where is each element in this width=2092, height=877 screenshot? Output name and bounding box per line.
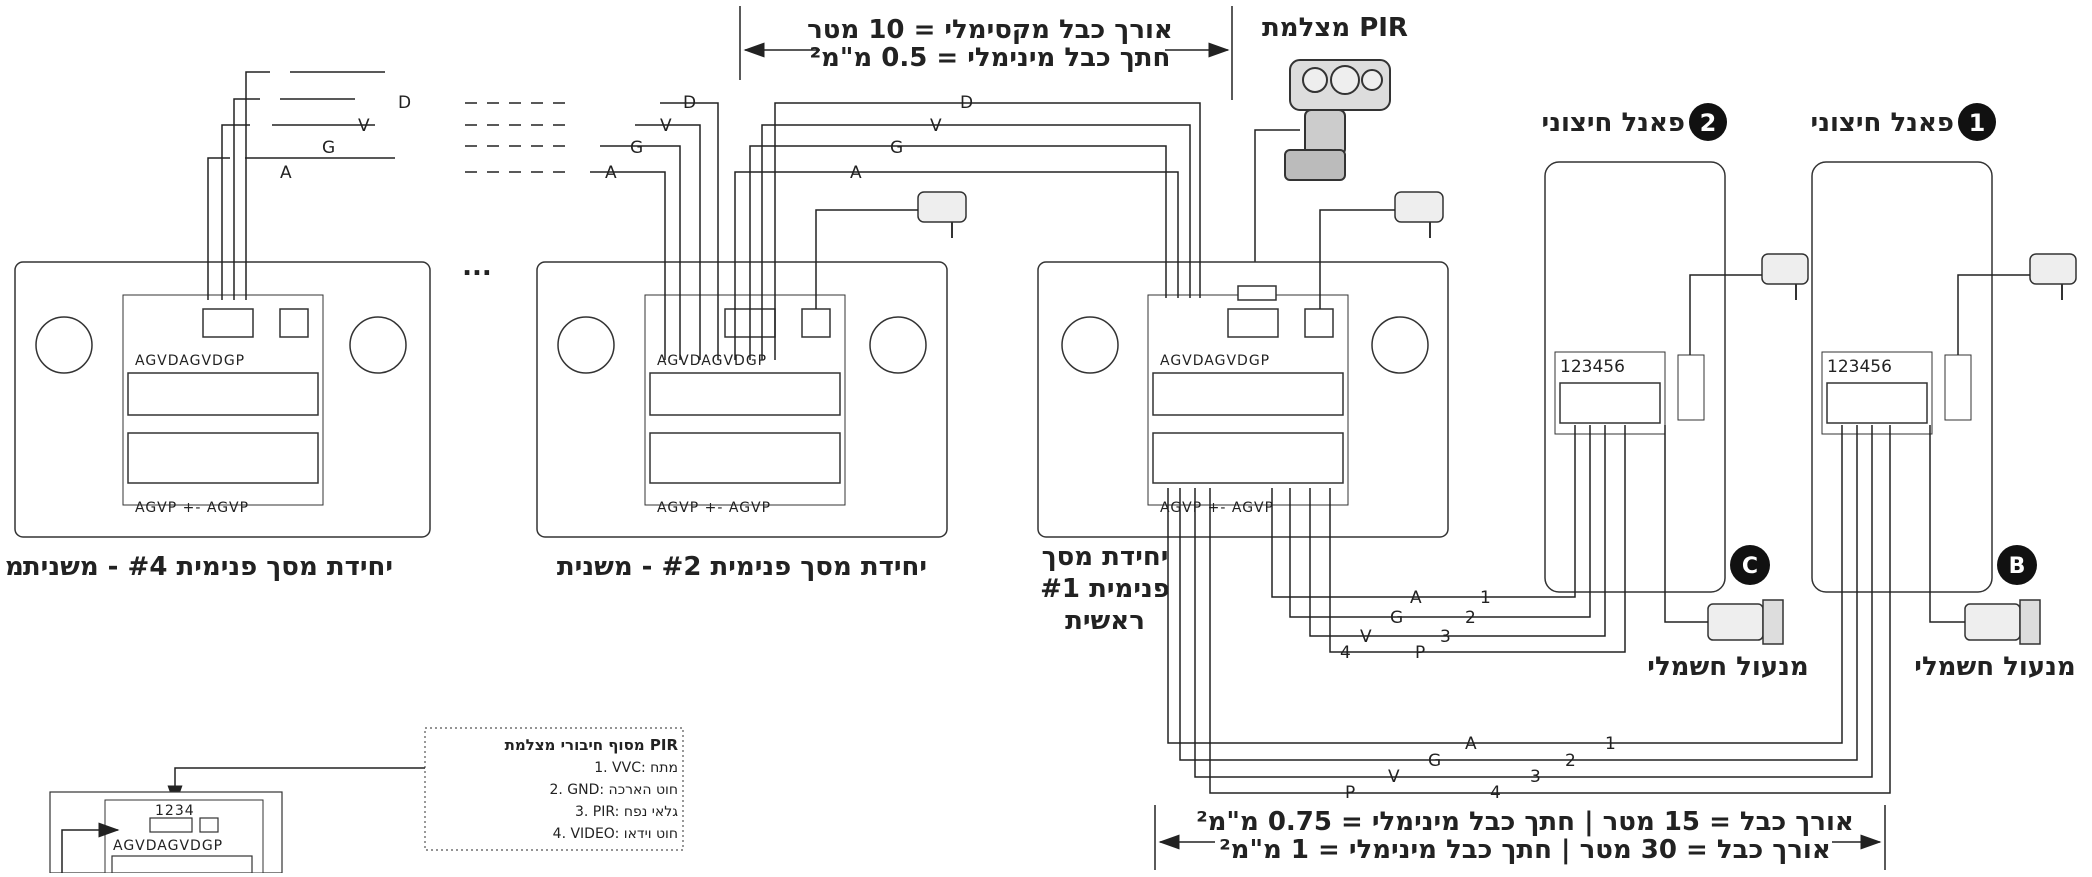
indoor-unit-main: AGVDAGVDGP AGVP +- AGVP יחידת מסך פנימית…: [1037, 191, 1449, 636]
svg-text:1: 1: [1480, 588, 1491, 608]
power-adapter-icon: [1394, 191, 1444, 238]
bottom-cable-spec: אורך כבל = 15 מטר | חתך כבל מינימלי = 0.…: [1154, 805, 1886, 870]
pir-note-title: מסוף חיבורי מצלמת PIR: [505, 736, 679, 754]
svg-text:A: A: [1465, 734, 1477, 754]
pir-note-item-1: 1. VVC: מתח: [594, 760, 678, 776]
svg-text:A: A: [280, 163, 292, 183]
svg-text:D: D: [398, 93, 411, 113]
panel2-number: 2: [1700, 109, 1717, 137]
pir-note-item-3: 3. PIR: גלאי נפח: [575, 804, 678, 820]
unit2-top-pins: AGVDAGVDGP: [657, 353, 767, 369]
pir-camera: מצלמת PIR: [1254, 13, 1408, 280]
bottom-cable-line1: אורך כבל = 15 מטר | חתך כבל מינימלי = 0.…: [1196, 807, 1854, 837]
electric-lock-icon: [1707, 599, 1784, 645]
svg-text:A: A: [605, 163, 617, 183]
outdoor-panel-2: 2 פאנל חיצוני 123456 C מנעול חשמלי: [1542, 103, 1809, 682]
unit4-title: יחידת מסך פנימית #4 - משנית: [23, 552, 393, 582]
svg-text:V: V: [660, 116, 672, 136]
main-bottom-pins: AGVP +- AGVP: [1160, 500, 1274, 516]
panel2-title: פאנל חיצוני: [1542, 108, 1685, 138]
panel1-circle-letter: B: [2009, 554, 2026, 579]
unit4-top-pins: AGVDAGVDGP: [135, 353, 245, 369]
panel2-wires: [1271, 425, 1626, 653]
ellipsis: ...: [462, 252, 492, 282]
main-title-line2: פנימית #1: [1040, 574, 1170, 604]
top-cable-spec: אורך כבל מקסימלי = 10 מטר חתך כבל מינימל…: [739, 6, 1233, 100]
svg-text:4: 4: [1490, 783, 1501, 803]
panel1-terminals: 123456: [1827, 357, 1892, 377]
panel2-terminals: 123456: [1560, 357, 1625, 377]
svg-text:G: G: [1428, 751, 1441, 771]
bottom-cable-line2: אורך כבל = 30 מטר | חתך כבל מינימלי = 1 …: [1219, 835, 1831, 865]
panel1-wires: [1167, 425, 1891, 794]
main-title-line3: ראשית: [1065, 606, 1145, 636]
electric-lock-icon: [1964, 599, 2041, 645]
indoor-unit-4: AGVDAGVDGP AGVP +- AGVP יחידת מסך פנימית…: [14, 261, 431, 582]
indoor-unit-2: AGVDAGVDGP AGVP +- AGVP יחידת מסך פנימית…: [536, 191, 967, 582]
pir-camera-label: מצלמת PIR: [1262, 13, 1408, 43]
svg-text:1: 1: [1605, 734, 1616, 754]
svg-text:A: A: [850, 163, 862, 183]
indoor-bus-wires: [207, 71, 1201, 360]
svg-text:V: V: [1388, 767, 1400, 787]
panel2-circle-letter: C: [1742, 554, 1758, 579]
max-cable-length-label: אורך כבל מקסימלי = 10 מטר: [807, 15, 1173, 45]
svg-text:G: G: [322, 138, 335, 158]
panel2-lock-label: מנעול חשמלי: [1647, 652, 1808, 682]
main-title-line1: יחידת מסך: [1042, 542, 1169, 572]
panel1-lock-label: מנעול חשמלי: [1914, 652, 2075, 682]
panel2-wire-labels: A G V 4 1 2 3 P: [1340, 588, 1491, 663]
svg-text:G: G: [630, 138, 643, 158]
svg-text:3: 3: [1440, 627, 1451, 647]
main-top-pins: AGVDAGVDGP: [1160, 353, 1270, 369]
pir-terminal-note: מסוף חיבורי מצלמת PIR 1. VVC: מתח 2. GND…: [49, 727, 684, 874]
svg-text:D: D: [683, 93, 696, 113]
panel1-title: פאנל חיצוני: [1811, 108, 1954, 138]
panel1-wire-labels: A G V P 1 2 3 4: [1345, 734, 1616, 803]
unit4-bottom-pins: AGVP +- AGVP: [135, 500, 249, 516]
svg-text:G: G: [890, 138, 903, 158]
svg-text:P: P: [1415, 643, 1425, 663]
power-adapter-icon: [1761, 253, 1809, 300]
panel1-number: 1: [1969, 109, 1986, 137]
unit2-title: יחידת מסך פנימית #2 - משנית: [557, 552, 927, 582]
svg-text:V: V: [358, 116, 370, 136]
svg-text:V: V: [1360, 627, 1372, 647]
svg-text:P: P: [1345, 783, 1355, 803]
unit2-bottom-pins: AGVP +- AGVP: [657, 500, 771, 516]
unit-edge-label: מ: [5, 552, 24, 582]
svg-text:D: D: [960, 93, 973, 113]
power-adapter-icon: [917, 191, 967, 238]
camera-icon: [1284, 59, 1391, 181]
bus-wire-letters: D V G A D V G A D V G A: [280, 93, 973, 183]
power-adapter-icon: [2029, 253, 2077, 300]
svg-text:2: 2: [1565, 751, 1576, 771]
svg-text:3: 3: [1530, 767, 1541, 787]
svg-text:A: A: [1410, 588, 1422, 608]
svg-text:2: 2: [1465, 608, 1476, 628]
pir-note-item-2: 2. GND: חוט הארכה: [549, 782, 678, 798]
svg-text:4: 4: [1340, 643, 1351, 663]
svg-text:G: G: [1390, 608, 1403, 628]
zoom-pins: 1234: [155, 803, 195, 819]
svg-text:V: V: [930, 116, 942, 136]
min-cable-section-label: חתך כבל מינימלי = 0.5 מ"מ²: [810, 43, 1171, 73]
zoom-row: AGVDAGVDGP: [113, 838, 223, 854]
outdoor-panel-1: 1 פאנל חיצוני 123456 B מנעול חשמלי: [1811, 103, 2077, 682]
pir-note-item-4: 4. VIDEO: חוט וידאו: [553, 826, 678, 842]
